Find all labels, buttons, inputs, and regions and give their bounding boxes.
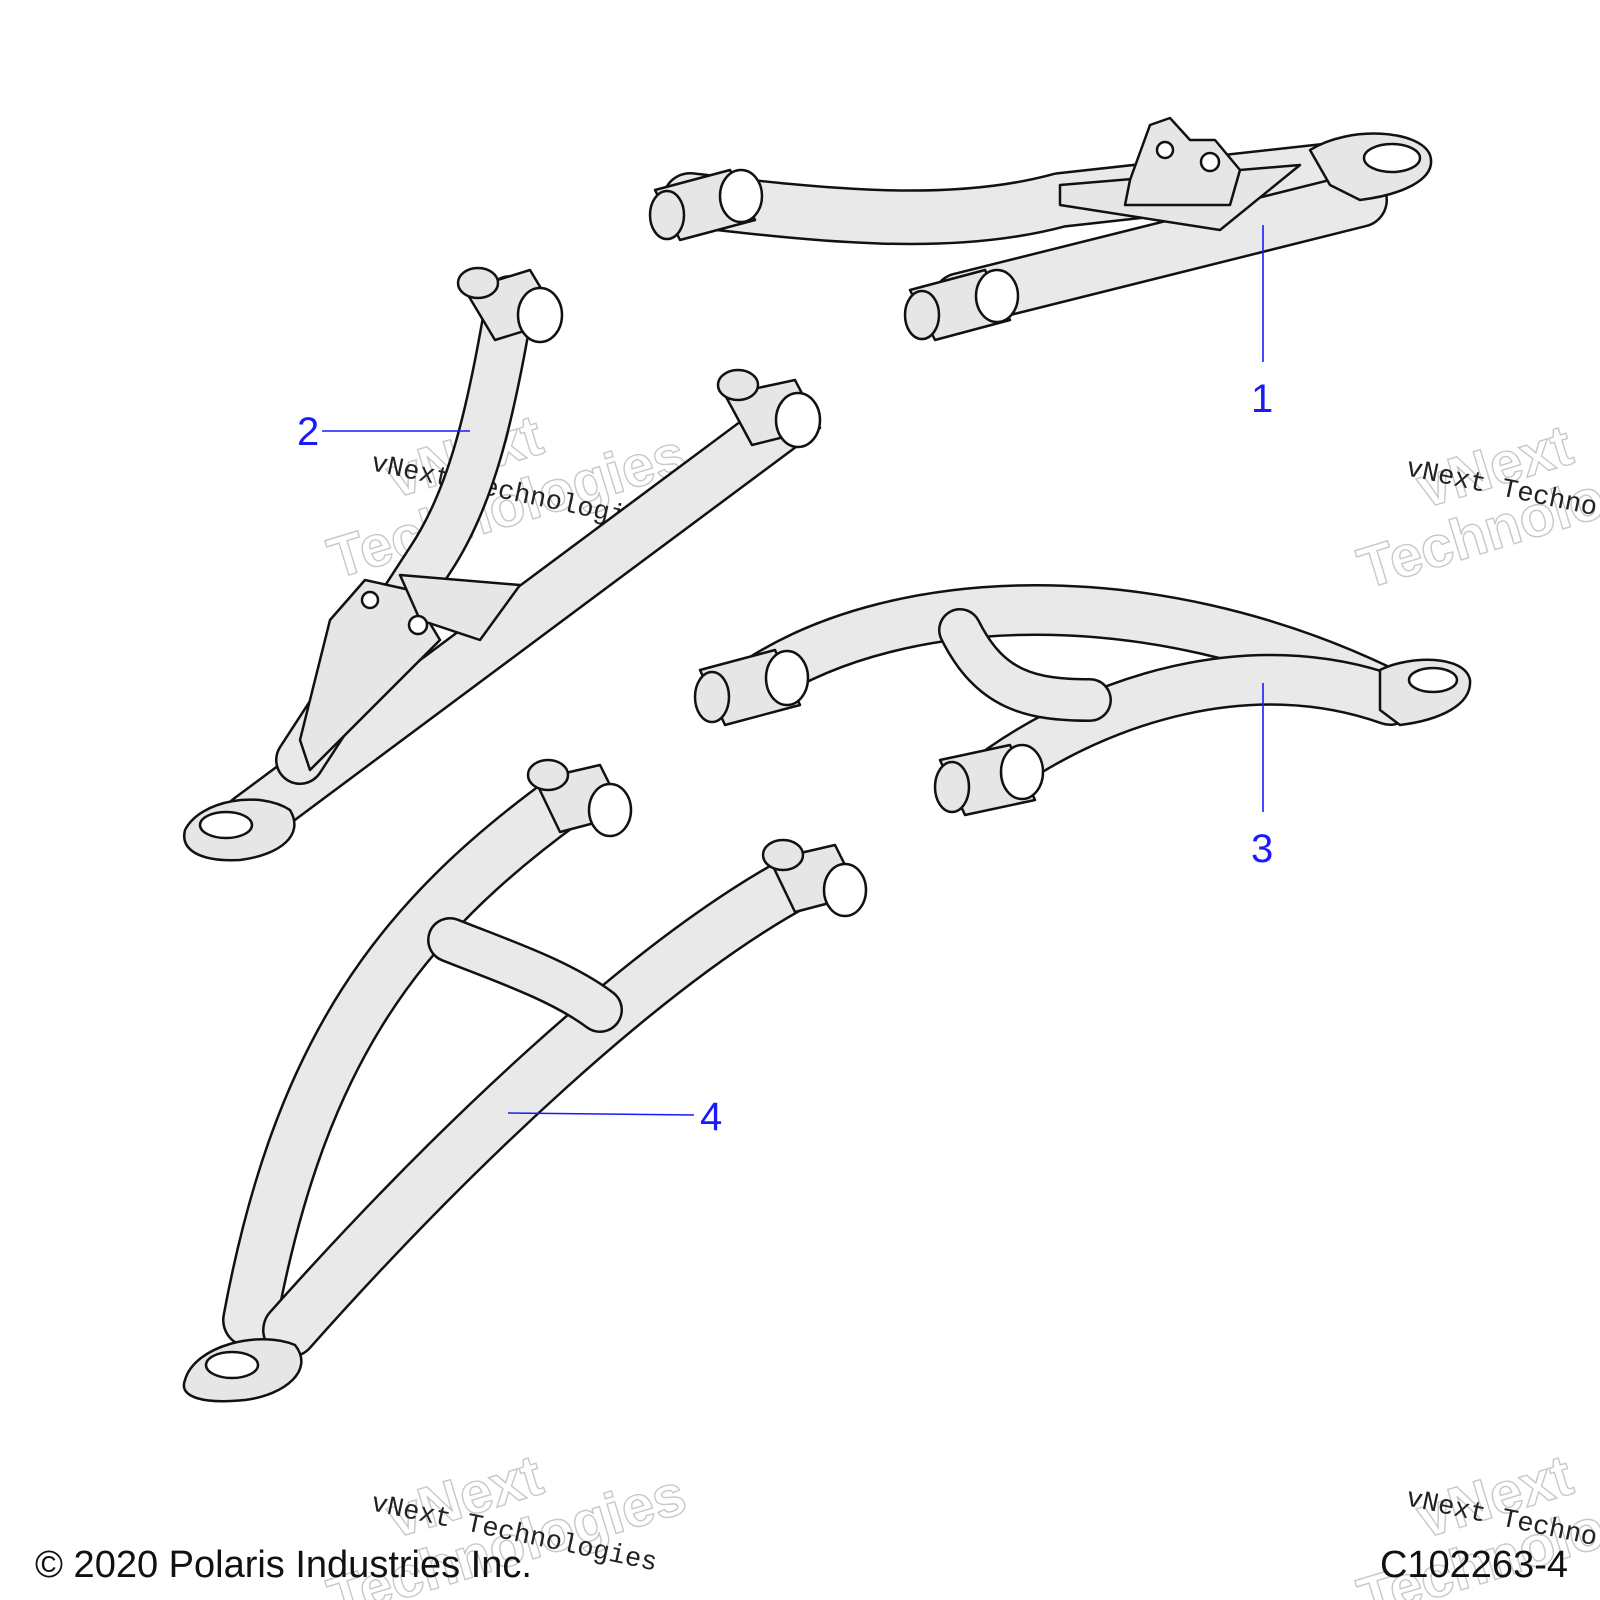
callout-1[interactable]: 1 bbox=[1251, 225, 1273, 421]
callout-label-1: 1 bbox=[1251, 377, 1273, 421]
part-3-a-arm[interactable] bbox=[693, 584, 1472, 817]
callout-label-3: 3 bbox=[1251, 827, 1273, 871]
part-4-a-arm[interactable] bbox=[182, 758, 868, 1403]
drawing-number: C102263-4 bbox=[1380, 1544, 1568, 1586]
callout-3[interactable]: 3 bbox=[1251, 683, 1273, 871]
callout-label-2: 2 bbox=[297, 410, 319, 454]
callout-label-4: 4 bbox=[700, 1095, 722, 1139]
leader-line-4 bbox=[507, 1112, 695, 1116]
part-2-a-arm[interactable] bbox=[183, 266, 822, 862]
copyright-text: © 2020 Polaris Industries Inc. bbox=[35, 1544, 532, 1586]
callout-2[interactable]: 2 bbox=[297, 410, 470, 454]
callout-4[interactable]: 4 bbox=[507, 1095, 722, 1139]
part-1-a-arm[interactable] bbox=[648, 116, 1433, 342]
